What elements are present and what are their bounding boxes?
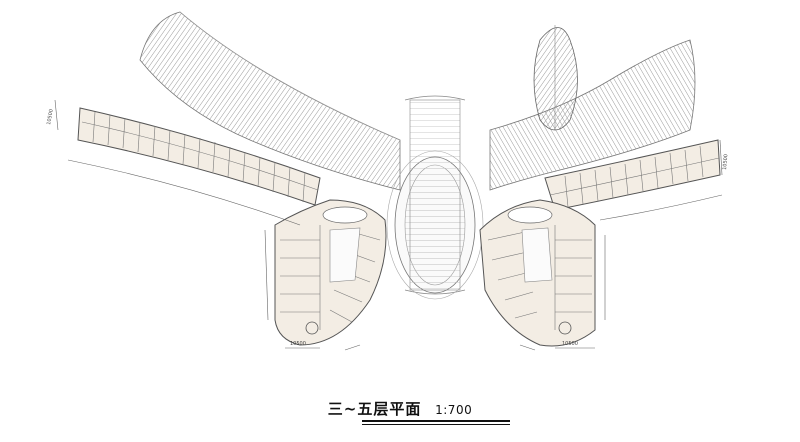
drawing-title: 三~五层平面 [327, 400, 422, 418]
central-atrium [386, 95, 484, 300]
roof-canopy-right [489, 25, 696, 191]
right-wing-block [479, 139, 721, 347]
roof-canopy-left [139, 11, 401, 191]
caption-underline [362, 420, 510, 422]
drawing-caption: 三~五层平面 1:700 [0, 398, 800, 419]
dimension-label-3: 10500 [46, 109, 55, 126]
drawing-scale: 1:700 [435, 403, 473, 417]
dimension-labels: 10500 10500 10500 10500 [46, 109, 729, 347]
dimension-label-1: 10500 [290, 341, 306, 347]
caption-underline-thin [362, 424, 510, 425]
left-wing-block [77, 107, 387, 346]
dimension-label-2: 10500 [562, 341, 578, 347]
dimension-label-4: 10500 [722, 154, 729, 170]
dimension-lines [54, 99, 723, 351]
